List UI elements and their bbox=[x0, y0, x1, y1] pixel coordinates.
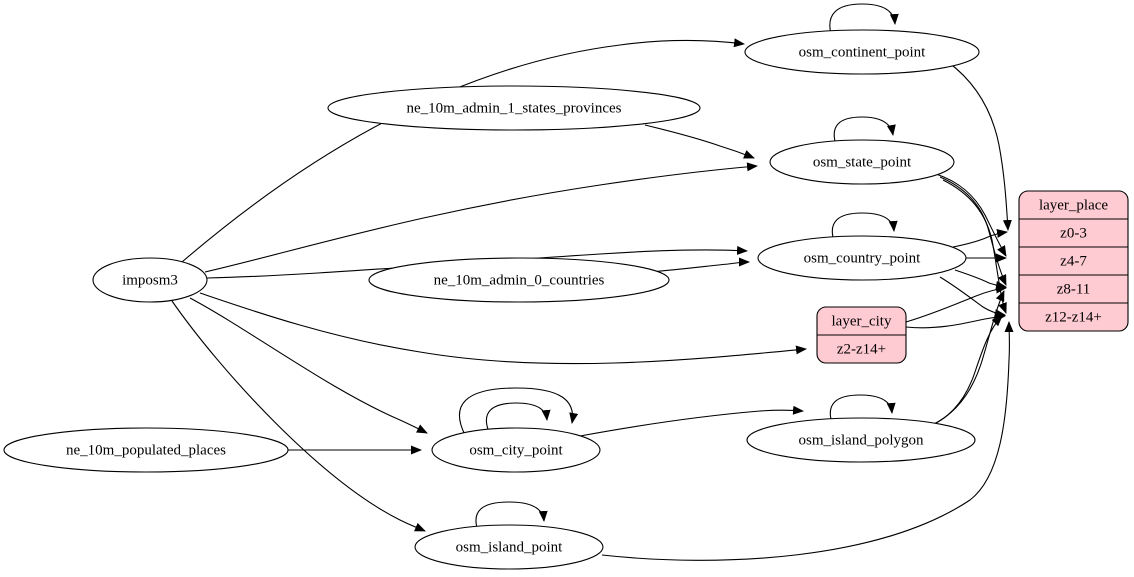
node-osm-island-polygon[interactable]: osm_island_polygon bbox=[746, 417, 976, 463]
node-label-osm-island-point: osm_island_point bbox=[456, 539, 564, 555]
edge-self-loop-inner-osm-city-point bbox=[485, 402, 551, 433]
node-ne-10m-admin-1-states-provinces[interactable]: ne_10m_admin_1_states_provinces bbox=[327, 85, 701, 131]
edge-self-loop-outer-osm-city-point bbox=[458, 387, 579, 436]
node-imposm3[interactable]: imposm3 bbox=[92, 257, 208, 303]
layer-city-row-z2-z14[interactable]: z2-z14+ bbox=[837, 341, 886, 357]
edge-imposm3-to-osm-city-point bbox=[189, 297, 428, 434]
node-label-osm-state-point: osm_state_point bbox=[813, 154, 912, 170]
layer-place-row-z4-7[interactable]: z4-7 bbox=[1060, 253, 1087, 269]
edge-self-loop-osm-country-point bbox=[831, 212, 898, 242]
node-ne-10m-admin-0-countries[interactable]: ne_10m_admin_0_countries bbox=[368, 257, 670, 303]
edge-self-loop-osm-state-point bbox=[833, 116, 896, 146]
node-ne-10m-populated-places[interactable]: ne_10m_populated_places bbox=[3, 427, 289, 473]
node-label-imposm3: imposm3 bbox=[122, 272, 178, 288]
node-label-ne-10m-admin-1-states-provinces: ne_10m_admin_1_states_provinces bbox=[407, 100, 622, 116]
node-label-osm-city-point: osm_city_point bbox=[469, 442, 563, 458]
edge-layer-city-to-layer-place-z8-11 bbox=[905, 284, 1007, 323]
layer-place-row-z12-z14[interactable]: z12-z14+ bbox=[1045, 309, 1102, 325]
node-label-ne-10m-populated-places: ne_10m_populated_places bbox=[66, 442, 226, 458]
edge-self-loop-osm-continent-point bbox=[829, 3, 899, 35]
edge-osm-country-point-to-layer-place-z12-z14 bbox=[939, 276, 1006, 319]
node-osm-island-point[interactable]: osm_island_point bbox=[414, 524, 604, 570]
edge-osm-country-point-to-layer-place-z0-3 bbox=[952, 228, 1008, 248]
edge-osm-island-polygon-to-layer-place-z8-11 bbox=[931, 290, 1005, 426]
record-node-layer-city[interactable]: layer_city z2-z14+ bbox=[816, 306, 907, 364]
layer-place-row-z0-3[interactable]: z0-3 bbox=[1060, 225, 1087, 241]
record-node-layer-place[interactable]: layer_place z0-3 z4-7 z8-11 z12-z14+ bbox=[1018, 190, 1129, 332]
edge-self-loop-osm-island-polygon bbox=[829, 394, 896, 424]
edge-imposm3-to-layer-city bbox=[199, 292, 807, 365]
node-osm-continent-point[interactable]: osm_continent_point bbox=[744, 29, 980, 75]
node-label-osm-island-polygon: osm_island_polygon bbox=[798, 432, 924, 448]
layer-place-title: layer_place bbox=[1039, 197, 1108, 213]
edge-self-loop-osm-island-point bbox=[475, 501, 548, 532]
edge-osm-continent-point-to-layer-place-z0-3 bbox=[947, 61, 1012, 231]
node-label-ne-10m-admin-0-countries: ne_10m_admin_0_countries bbox=[434, 272, 605, 288]
edge-osm-city-point-to-osm-island-polygon bbox=[579, 405, 804, 437]
edge-osm-island-polygon-to-layer-place-z12-z14 bbox=[927, 315, 1003, 428]
layer-place-body bbox=[1018, 190, 1129, 332]
edge-imposm3-to-osm-island-point bbox=[171, 300, 426, 532]
edge-ne-states-to-osm-state-point bbox=[644, 124, 755, 159]
node-osm-city-point[interactable]: osm_city_point bbox=[431, 427, 601, 473]
edge-osm-island-point-to-layer-place-z12-z14 bbox=[601, 321, 1014, 561]
edge-imposm3-to-osm-state-point bbox=[204, 162, 758, 273]
layer-city-title: layer_city bbox=[832, 313, 892, 329]
node-osm-state-point[interactable]: osm_state_point bbox=[769, 139, 955, 185]
edge-ne-countries-to-osm-country-point bbox=[649, 257, 750, 273]
node-label-osm-country-point: osm_country_point bbox=[804, 250, 921, 266]
layer-place-row-z8-11[interactable]: z8-11 bbox=[1057, 281, 1091, 297]
records-layer: layer_place z0-3 z4-7 z8-11 z12-z14+ lay… bbox=[816, 190, 1129, 364]
node-osm-country-point[interactable]: osm_country_point bbox=[757, 235, 967, 281]
edge-osm-state-point-to-layer-place-z4-7 bbox=[935, 173, 1007, 257]
edges-layer bbox=[171, 3, 1014, 561]
edge-imposm3-to-osm-continent-point bbox=[181, 38, 745, 263]
node-label-osm-continent-point: osm_continent_point bbox=[799, 44, 926, 60]
nodes-layer: imposm3 ne_10m_admin_1_states_provinces … bbox=[3, 29, 980, 570]
